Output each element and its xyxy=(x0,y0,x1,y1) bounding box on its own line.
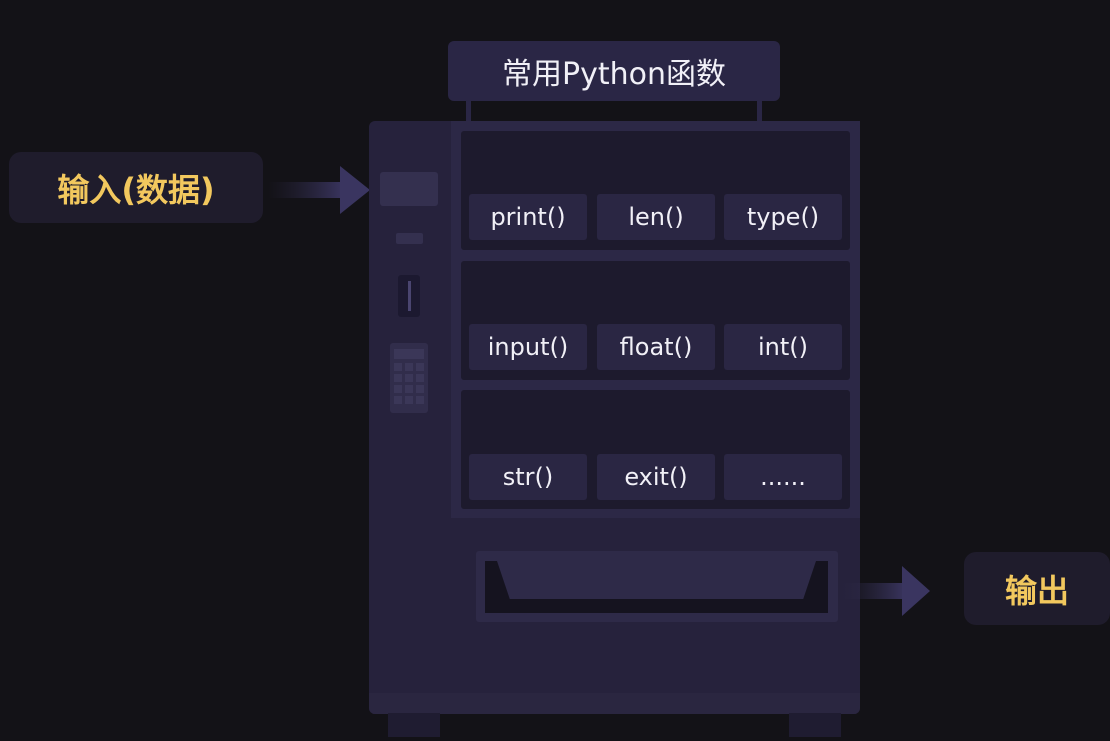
function-item: input() xyxy=(469,324,587,370)
keypad-key xyxy=(416,363,424,371)
keypad-key xyxy=(416,385,424,393)
function-item: type() xyxy=(724,194,842,240)
card-slot xyxy=(396,233,423,244)
diagram-title: 常用Python函数 xyxy=(448,41,780,101)
keypad-key xyxy=(416,396,424,404)
keypad-display xyxy=(394,349,424,359)
keypad-key xyxy=(405,385,413,393)
keypad-key xyxy=(394,374,402,382)
keypad-key xyxy=(405,363,413,371)
input-arrow-icon xyxy=(268,166,370,214)
keypad-key xyxy=(394,385,402,393)
title-hanger-left xyxy=(466,100,471,122)
keypad-key xyxy=(405,396,413,404)
function-item: print() xyxy=(469,194,587,240)
output-arrow-icon xyxy=(838,566,930,616)
input-label: 输入(数据) xyxy=(9,152,263,223)
function-item: exit() xyxy=(597,454,715,500)
keypad-key xyxy=(416,374,424,382)
output-label: 输出 xyxy=(964,552,1110,625)
input-screen xyxy=(380,172,438,206)
function-item: int() xyxy=(724,324,842,370)
function-item: ...... xyxy=(724,454,842,500)
machine-foot-right xyxy=(789,713,841,737)
output-tray-flap xyxy=(497,561,816,599)
coin-slot-opening xyxy=(408,281,411,311)
keypad-key xyxy=(394,363,402,371)
function-item: len() xyxy=(597,194,715,240)
function-item: str() xyxy=(469,454,587,500)
title-hanger-right xyxy=(757,100,762,122)
keypad-key xyxy=(405,374,413,382)
function-item: float() xyxy=(597,324,715,370)
machine-foot-left xyxy=(388,713,440,737)
machine-base xyxy=(369,693,860,714)
keypad-key xyxy=(394,396,402,404)
